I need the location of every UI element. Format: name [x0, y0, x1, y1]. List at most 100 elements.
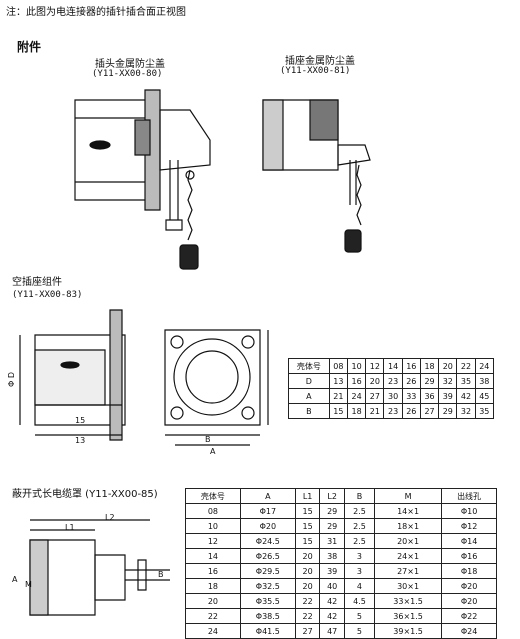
- table2-cell: 16: [185, 563, 241, 579]
- table1-cell: 27: [365, 388, 385, 404]
- table1-cell: D: [288, 373, 330, 389]
- table2-cell: Φ20: [441, 593, 497, 609]
- table1-cell: 23: [383, 403, 403, 419]
- table2-cell: 20: [294, 548, 321, 564]
- table2-cell: 22: [294, 593, 321, 609]
- table1-cell: 33: [401, 388, 421, 404]
- table1-cell: B: [288, 403, 330, 419]
- socket-cap-title: 插座金属防尘盖: [285, 56, 355, 67]
- table1-cell: 36: [419, 388, 440, 404]
- table2-cell: 4: [343, 578, 376, 594]
- empty-socket-front-view: [160, 325, 275, 450]
- table1-cell: 32: [438, 373, 458, 389]
- table2-cell: 42: [319, 593, 345, 609]
- table1-cell: 27: [419, 403, 440, 419]
- dim-fifteen: 15: [75, 416, 86, 425]
- table1-cell: 26: [401, 373, 421, 389]
- table2-header-cell: L2: [319, 488, 345, 504]
- table2-cell: 3: [343, 548, 376, 564]
- dim-a: A: [210, 447, 216, 456]
- cable-cover-drawing: [20, 515, 180, 625]
- table2-cell: Φ26.5: [239, 548, 296, 564]
- table2-cell: Φ24.5: [239, 533, 296, 549]
- table1-cell: 21: [328, 388, 349, 404]
- table1-cell: 21: [365, 403, 385, 419]
- table1-header-cell: 10: [346, 358, 367, 374]
- socket-cap-code: (Y11-XX00-81): [280, 66, 351, 76]
- table1-cell: 23: [383, 373, 403, 389]
- table2-cell: 36×1.5: [374, 608, 443, 624]
- socket-cap-drawing: [255, 90, 385, 260]
- table2-header-cell: L1: [294, 488, 321, 504]
- table2-cell: Φ29.5: [239, 563, 296, 579]
- table1-cell: 13: [328, 373, 349, 389]
- table1-cell: 39: [438, 388, 458, 404]
- table2-cell: Φ20: [441, 578, 497, 594]
- table2-cell: 33×1.5: [374, 593, 443, 609]
- table2-cell: 2.5: [343, 533, 376, 549]
- table1-header-cell: 24: [474, 358, 495, 374]
- table2-cell: 27×1: [374, 563, 443, 579]
- table2-cell: 38: [319, 548, 345, 564]
- table1-cell: 26: [401, 403, 421, 419]
- table2-cell: 5: [343, 623, 376, 639]
- table2-cell: Φ38.5: [239, 608, 296, 624]
- table2-header-cell: 出线孔: [441, 488, 497, 504]
- table1-cell: 30: [383, 388, 403, 404]
- table1-cell: 32: [456, 403, 476, 419]
- table2-cell: Φ12: [441, 518, 497, 534]
- table2-cell: 24×1: [374, 548, 443, 564]
- table1-cell: 35: [474, 403, 495, 419]
- table1-cell: 35: [456, 373, 476, 389]
- table2-cell: 15: [294, 518, 321, 534]
- table2-cell: 39×1.5: [374, 623, 443, 639]
- table2-cell: 18: [185, 578, 241, 594]
- table1-cell: 16: [346, 373, 367, 389]
- table2-header-cell: 壳体号: [185, 488, 241, 504]
- table2-cell: 4.5: [343, 593, 376, 609]
- section-title: 附件: [17, 40, 42, 54]
- table2-cell: 15: [294, 533, 321, 549]
- table1-cell: 20: [365, 373, 385, 389]
- dim-cable-m: M: [25, 580, 32, 589]
- table2-header-cell: M: [374, 488, 443, 504]
- table2-cell: 3: [343, 563, 376, 579]
- table1-header-cell: 12: [365, 358, 385, 374]
- empty-socket-title: 空插座组件: [12, 277, 62, 288]
- table2-cell: 20: [294, 563, 321, 579]
- table1-cell: 29: [438, 403, 458, 419]
- figure-note: 注：此图为电连接器的插针插合面正视图: [6, 7, 186, 18]
- table2-cell: 20×1: [374, 533, 443, 549]
- table1-cell: 18: [346, 403, 367, 419]
- table1-header-cell: 22: [456, 358, 476, 374]
- table2-cell: 47: [319, 623, 345, 639]
- table2-cell: Φ17: [239, 503, 296, 519]
- table1-cell: 42: [456, 388, 476, 404]
- plug-cap-title: 插头金属防尘盖: [95, 59, 165, 70]
- table2-cell: 14: [185, 548, 241, 564]
- table1-header-cell: 16: [401, 358, 421, 374]
- table2-cell: 20: [185, 593, 241, 609]
- table2-cell: 14×1: [374, 503, 443, 519]
- table2-cell: 27: [294, 623, 321, 639]
- table1-header-cell: 18: [419, 358, 440, 374]
- table2-cell: Φ10: [441, 503, 497, 519]
- table2-cell: 18×1: [374, 518, 443, 534]
- table1-header-cell: 14: [383, 358, 403, 374]
- table1-header-cell: 08: [328, 358, 349, 374]
- table2-cell: Φ32.5: [239, 578, 296, 594]
- table2-cell: Φ16: [441, 548, 497, 564]
- table2-cell: 22: [185, 608, 241, 624]
- table2-cell: 5: [343, 608, 376, 624]
